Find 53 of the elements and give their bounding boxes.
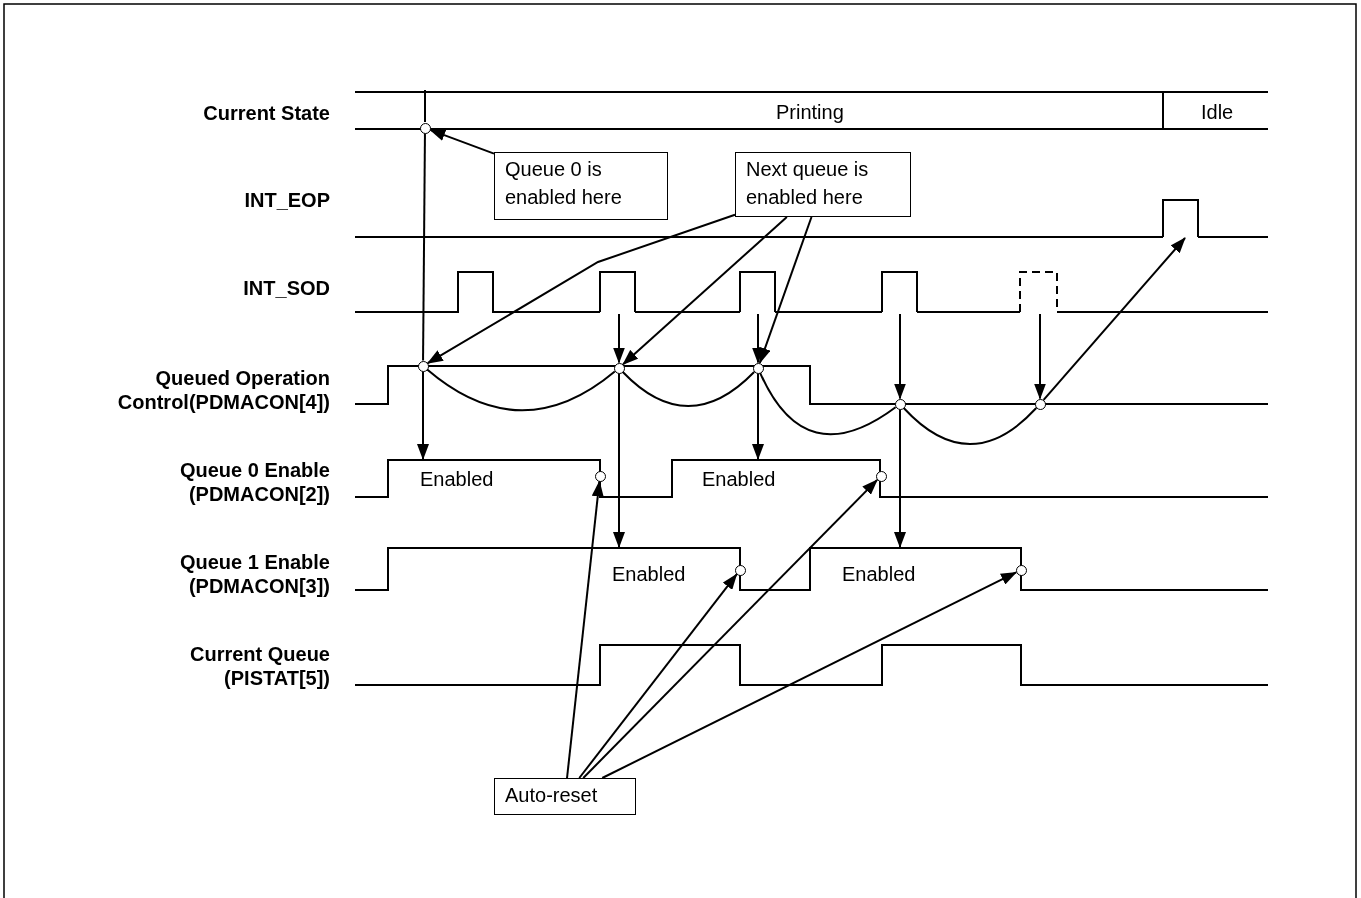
waveform-label: Enabled [842, 562, 916, 586]
signal-name: Current State [202, 101, 330, 125]
arrow [752, 313, 764, 364]
event-circle [613, 362, 625, 374]
callout-box: Queue 0 is enabled here [494, 152, 668, 220]
signal-name: Queue 0 Enable (PDMACON[2]) [178, 458, 330, 506]
event-circle [894, 398, 906, 410]
arrow [758, 216, 813, 364]
waveform-label: Enabled [612, 562, 686, 586]
arrow [429, 128, 495, 155]
event-circle [875, 470, 887, 482]
event-circle [1034, 398, 1046, 410]
arrow [1042, 237, 1186, 401]
arrow [894, 408, 906, 548]
arrow [417, 370, 429, 460]
waveform-label: Printing [776, 100, 844, 124]
arrow [613, 313, 625, 364]
arrow [622, 216, 788, 366]
signal-pulse [739, 271, 776, 313]
event-circle [1015, 564, 1027, 576]
arrow [601, 571, 1018, 779]
dashed-pulse [1019, 271, 1058, 313]
signal-name: INT_SOD [242, 276, 330, 300]
curved-connector [621, 370, 756, 407]
arrow [752, 372, 764, 460]
event-circle [594, 470, 606, 482]
arrow [578, 573, 738, 779]
arrow [1034, 313, 1046, 400]
signal-name: Queued Operation Control(PDMACON[4]) [116, 366, 330, 414]
waveform-label: Idle [1201, 100, 1234, 124]
curved-connector [902, 407, 1038, 445]
signal-pulse [599, 271, 636, 313]
signal-name: Queue 1 Enable (PDMACON[3]) [178, 550, 330, 598]
event-circle [752, 362, 764, 374]
connector-line [422, 132, 426, 362]
curved-connector [426, 368, 616, 412]
arrow [566, 480, 604, 779]
arrow [582, 478, 879, 779]
arrow [426, 213, 736, 365]
callout-box: Auto-reset [494, 778, 636, 815]
event-circle [734, 564, 746, 576]
signal-name: Current Queue (PISTAT[5]) [188, 642, 330, 690]
callout-box: Next queue is enabled here [735, 152, 911, 217]
waveform-label: Enabled [420, 467, 494, 491]
curved-connector [759, 372, 897, 436]
waveform-label: Enabled [702, 467, 776, 491]
event-circle [419, 122, 431, 134]
arrow [894, 313, 906, 400]
arrow [613, 372, 625, 548]
signal-pulse [1162, 199, 1199, 238]
event-circle [417, 360, 429, 372]
signal-name: INT_EOP [243, 188, 330, 212]
signal-pulse [881, 271, 918, 313]
